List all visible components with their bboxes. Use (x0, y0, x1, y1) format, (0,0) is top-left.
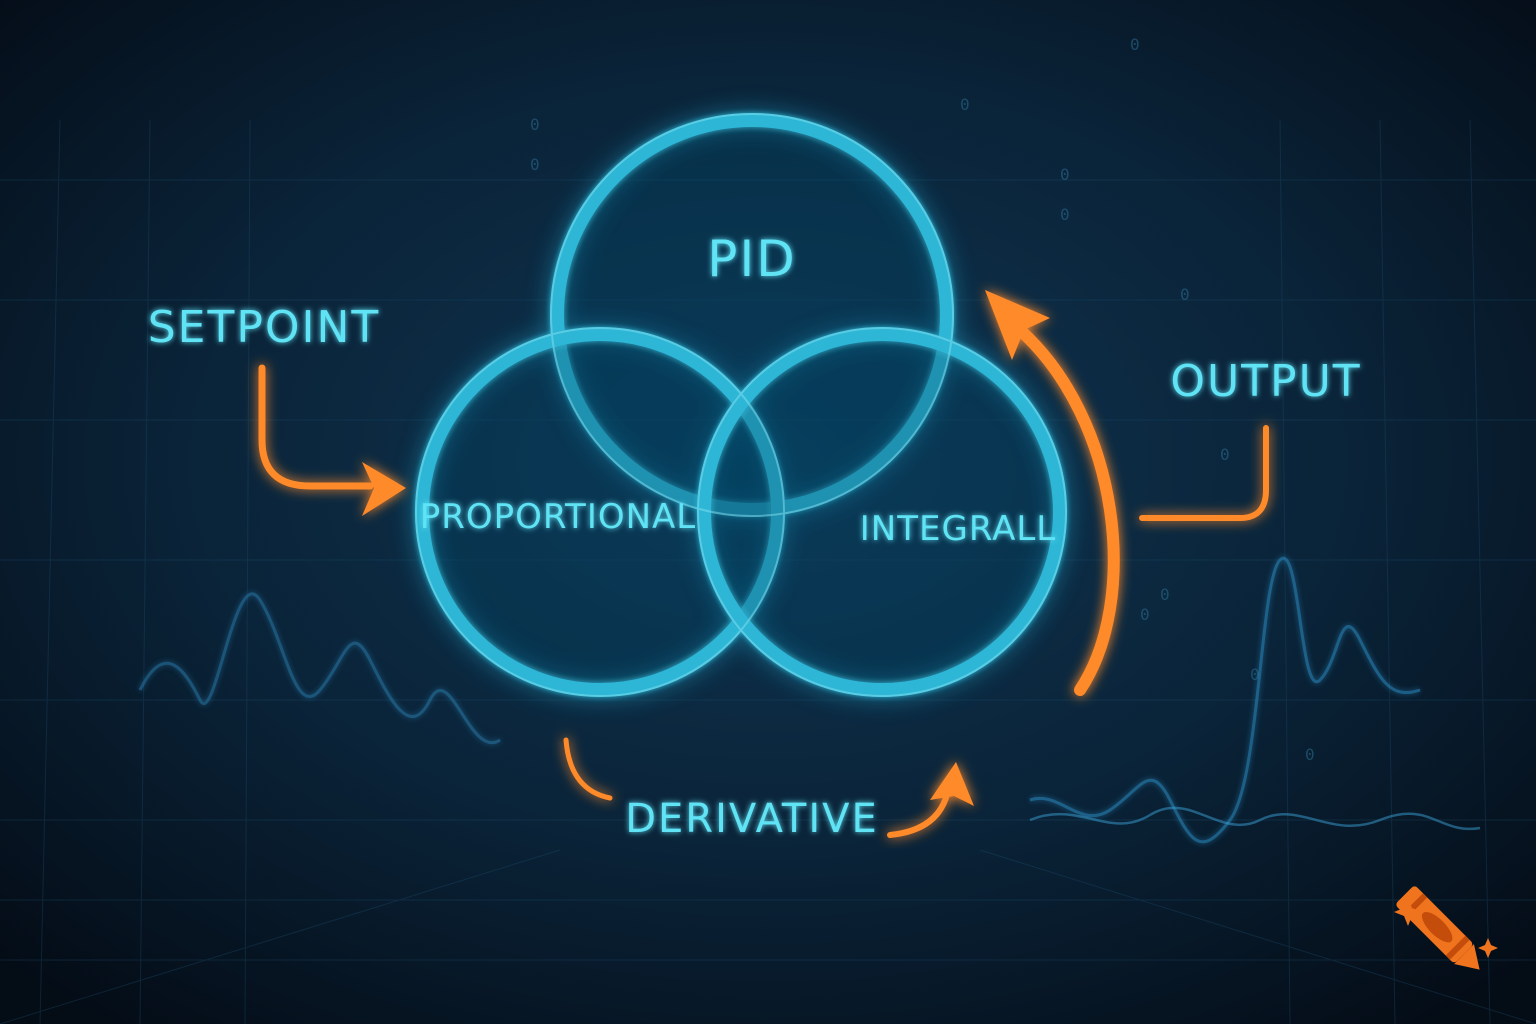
waveform-right (1029, 556, 1421, 844)
svg-text:0: 0 (1180, 285, 1190, 304)
svg-text:0: 0 (530, 115, 540, 134)
sparkle-icon (1478, 938, 1498, 958)
integral-label: INTEGRALL (860, 509, 1056, 549)
svg-text:0: 0 (1140, 605, 1150, 624)
setpoint-arrow (258, 364, 374, 490)
binary-digits: 0 0 0 0 0 0 0 0 0 0 0 0 (530, 35, 1315, 764)
svg-text:0: 0 (960, 95, 970, 114)
svg-text:0: 0 (1220, 445, 1230, 464)
svg-text:0: 0 (1160, 585, 1170, 604)
setpoint-label: SETPOINT (148, 302, 381, 353)
crayon-icon (1396, 886, 1480, 970)
output-feedback-arrowhead (985, 290, 1050, 360)
pid-title: PID (707, 230, 796, 288)
output-feedback-arc (1014, 324, 1120, 696)
svg-text:0: 0 (1060, 205, 1070, 224)
derivative-arrowhead (930, 762, 974, 806)
setpoint-arrowhead (362, 462, 406, 516)
output-arrow (1139, 425, 1269, 521)
svg-text:0: 0 (1305, 745, 1315, 764)
derivative-label: DERIVATIVE (625, 796, 879, 842)
output-label: OUTPUT (1170, 356, 1361, 407)
waveform-bottom (1029, 806, 1481, 831)
proportional-label: PROPORTIONAL (420, 497, 697, 537)
svg-text:0: 0 (1130, 35, 1140, 54)
sparkle-icon (1394, 898, 1422, 926)
svg-text:0: 0 (1060, 165, 1070, 184)
svg-text:0: 0 (1250, 665, 1260, 684)
derivative-arrow-left (563, 737, 613, 801)
derivative-arrow-right (887, 787, 951, 838)
svg-text:0: 0 (530, 155, 540, 174)
integral-ring (697, 327, 1067, 697)
waveform-left (138, 592, 501, 745)
